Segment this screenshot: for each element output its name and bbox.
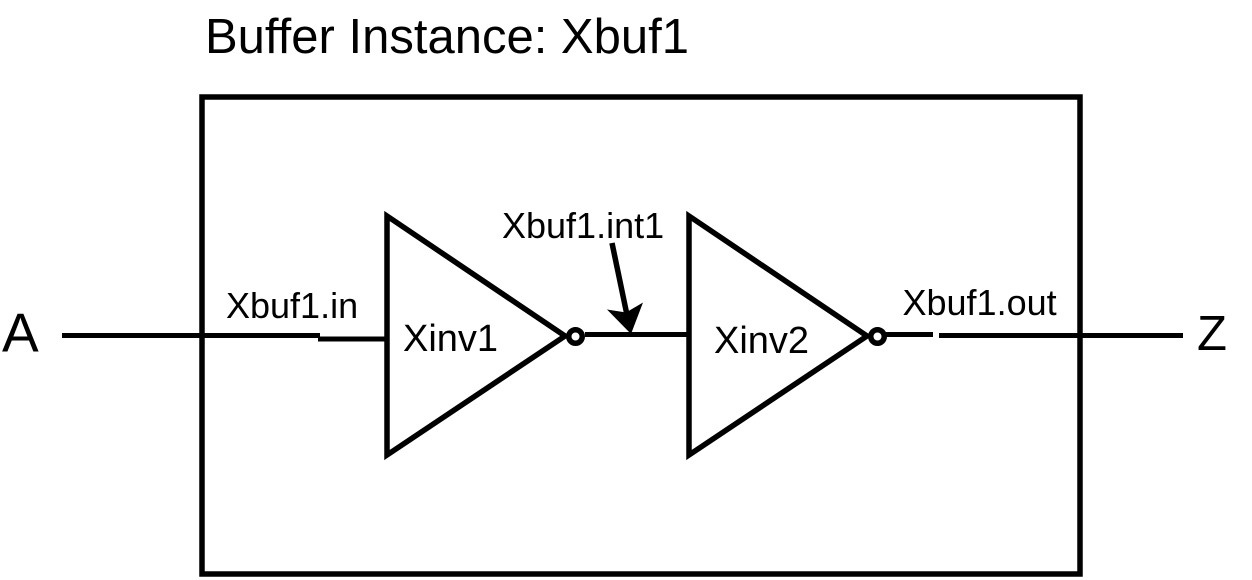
- inverter2-label: Xinv2: [714, 320, 809, 362]
- inverter2-bubble: [868, 327, 887, 346]
- output-port-label: Z: [1197, 307, 1227, 361]
- inverter1-bubble: [566, 327, 585, 346]
- input-net-label: Xbuf1.in: [226, 285, 358, 326]
- inverter1-label: Xinv1: [403, 318, 498, 360]
- output-net-label: Xbuf1.out: [903, 282, 1057, 323]
- input-port-label: A: [2, 302, 39, 364]
- diagram-title: Buffer Instance: Xbuf1: [205, 10, 689, 64]
- inverter1-triangle: [384, 210, 570, 461]
- inverter2-triangle: [686, 210, 872, 461]
- internal-net-label: Xbuf1.int1: [502, 205, 664, 246]
- internal-net-arrow: [607, 242, 643, 334]
